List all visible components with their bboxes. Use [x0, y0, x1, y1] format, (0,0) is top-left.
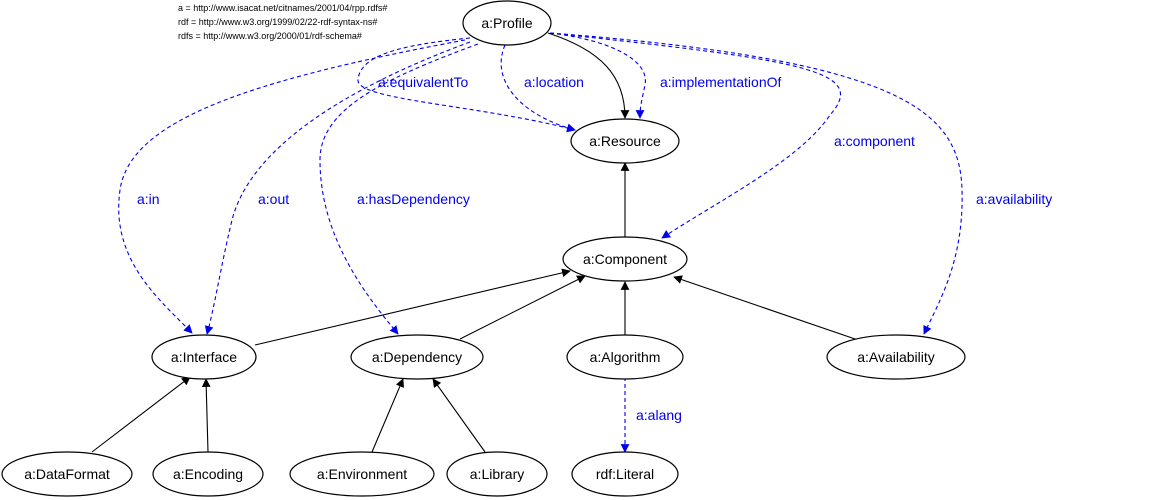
property-edges [118, 32, 963, 453]
label-has-dependency: a:hasDependency [357, 191, 470, 207]
node-literal: rdf:Literal [571, 451, 679, 497]
edge-labels: a:equivalentTo a:location a:implementati… [137, 74, 1052, 423]
node-environment: a:Environment [289, 451, 435, 497]
node-component-label: a:Component [583, 251, 667, 267]
node-dataformat-label: a:DataFormat [24, 466, 110, 482]
node-availability-label: a:Availability [857, 349, 935, 365]
label-component: a:component [834, 133, 915, 149]
node-dependency: a:Dependency [350, 334, 484, 380]
node-availability: a:Availability [826, 334, 966, 380]
edge-equivalent-to [357, 37, 576, 133]
node-profile-label: a:Profile [481, 15, 533, 31]
label-alang: a:alang [636, 407, 682, 423]
edge-availability [549, 32, 963, 335]
node-interface: a:Interface [151, 334, 257, 380]
label-location: a:location [524, 74, 584, 90]
edge-dataformat-interface [91, 376, 191, 453]
label-availability: a:availability [976, 191, 1052, 207]
node-environment-label: a:Environment [317, 466, 407, 482]
node-encoding: a:Encoding [152, 451, 264, 497]
edge-out [204, 41, 471, 335]
edge-profile-resource [547, 32, 630, 119]
edge-availability-component [673, 275, 859, 341]
label-equivalent-to: a:equivalentTo [378, 74, 469, 90]
node-dataformat: a:DataFormat [1, 451, 133, 497]
edge-location [500, 44, 576, 133]
namespace-legend: a = http://www.isacat.net/citnames/2001/… [178, 3, 387, 41]
label-in: a:in [137, 191, 160, 207]
node-algorithm-label: a:Algorithm [590, 349, 661, 365]
node-resource-label: a:Resource [589, 133, 661, 149]
node-component: a:Component [562, 236, 688, 282]
node-encoding-label: a:Encoding [173, 466, 243, 482]
edge-has-dependency [319, 43, 479, 335]
node-library: a:Library [446, 451, 548, 497]
namespace-rdf: rdf = http://www.w3.org/1999/02/22-rdf-s… [178, 17, 377, 27]
edge-in [118, 39, 466, 334]
node-library-label: a:Library [470, 466, 524, 482]
node-algorithm: a:Algorithm [566, 334, 684, 380]
edge-library-dependency [432, 378, 486, 453]
label-implementation-of: a:implementationOf [660, 74, 782, 90]
node-interface-label: a:Interface [171, 349, 237, 365]
edge-component [549, 32, 841, 239]
namespace-rdfs: rdfs = http://www.w3.org/2000/01/rdf-sch… [178, 31, 362, 41]
label-out: a:out [258, 191, 289, 207]
edge-dependency-component [459, 275, 586, 340]
edge-environment-dependency [371, 378, 404, 453]
edge-interface-component [254, 268, 571, 346]
node-literal-label: rdf:Literal [596, 466, 654, 482]
node-resource: a:Resource [570, 118, 680, 164]
node-dependency-label: a:Dependency [372, 349, 462, 365]
namespace-a: a = http://www.isacat.net/citnames/2001/… [178, 3, 387, 13]
subclass-edges [91, 32, 859, 453]
edge-encoding-interface [201, 378, 211, 453]
node-profile: a:Profile [462, 0, 552, 46]
